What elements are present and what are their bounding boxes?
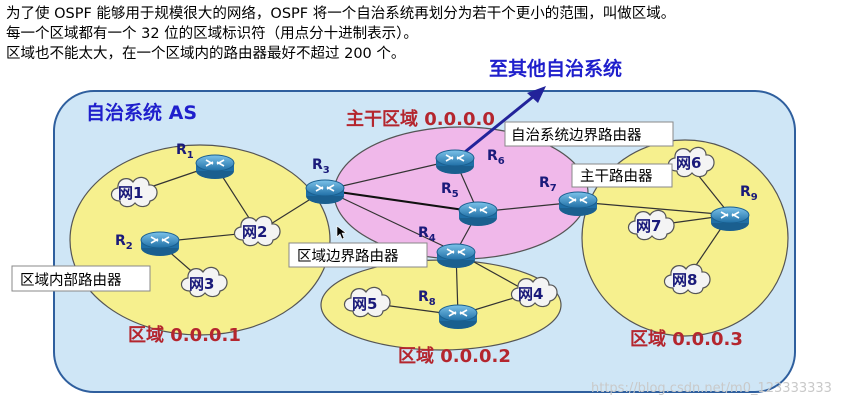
mouse-cursor-icon: [336, 225, 347, 240]
router-r3: [305, 179, 345, 205]
intro-line-1: 为了使 OSPF 能够用于规模很大的网络，OSPF 将一个自治系统再划分为若干个…: [6, 6, 676, 22]
router-r6: [435, 149, 475, 175]
router-r5: [458, 201, 498, 227]
watermark: https://blog.csdn.net/m0_123333333: [591, 381, 832, 396]
area-border-router-callout: 区域边界路由器: [288, 242, 428, 268]
backbone-path: [324, 189, 479, 213]
intro-text: 为了使 OSPF 能够用于规模很大的网络，OSPF 将一个自治系统再划分为若干个…: [6, 4, 675, 64]
internal-router-callout: 区域内部路由器: [11, 265, 151, 292]
network-label-7: 网7: [636, 217, 661, 235]
router-label-r7: R7: [539, 175, 557, 194]
intro-line-3: 区域也不能太大，在一个区域内的路由器最好不超过 200 个。: [6, 46, 406, 62]
router-r7: [558, 191, 598, 217]
router-label-r4: R4: [418, 225, 436, 244]
to-other-as-label: 至其他自治系统: [489, 57, 622, 80]
area-0-0-0-2-label: 区域 0.0.0.2: [398, 345, 511, 367]
router-r8: [438, 304, 478, 330]
backbone-area-label: 主干区域 0.0.0.0: [346, 108, 495, 130]
intro-line-2: 每一个区域都有一个 32 位的区域标识符（用点分十进制表示）。: [6, 26, 418, 42]
router-label-r3: R3: [312, 157, 330, 176]
autonomous-system-label: 自治系统 AS: [86, 101, 197, 124]
svg-text:区域边界路由器: 区域边界路由器: [297, 248, 399, 265]
router-label-r2: R2: [115, 233, 133, 252]
network-label-5: 网5: [352, 295, 377, 313]
router-r9: [710, 206, 750, 232]
network-label-4: 网4: [518, 285, 543, 303]
network-label-3: 网3: [189, 275, 214, 293]
area-0-0-0-1-label: 区域 0.0.0.1: [128, 324, 241, 346]
area-0-0-0-3-region: [581, 139, 789, 337]
network-label-1: 网1: [118, 184, 143, 202]
router-r2: [140, 231, 180, 257]
as-boundary-router-callout: 自治系统边界路由器: [504, 121, 674, 147]
router-r1: [195, 154, 235, 180]
backbone-router-callout: 主干路由器: [571, 163, 673, 188]
network-label-2: 网2: [242, 223, 267, 241]
svg-text:主干路由器: 主干路由器: [580, 168, 653, 185]
network-label-8: 网8: [672, 271, 697, 289]
to-other-as-arrow: [454, 86, 546, 162]
router-label-r5: R5: [441, 181, 459, 200]
router-r4: [436, 243, 476, 269]
area-0-0-0-3-label: 区域 0.0.0.3: [630, 328, 743, 350]
svg-text:区域内部路由器: 区域内部路由器: [20, 272, 122, 289]
router-label-r8: R8: [418, 289, 436, 308]
router-label-r9: R9: [740, 184, 758, 203]
svg-text:自治系统边界路由器: 自治系统边界路由器: [511, 127, 642, 144]
router-label-r6: R6: [487, 148, 505, 167]
router-label-r1: R1: [176, 142, 194, 161]
network-label-6: 网6: [676, 154, 701, 172]
